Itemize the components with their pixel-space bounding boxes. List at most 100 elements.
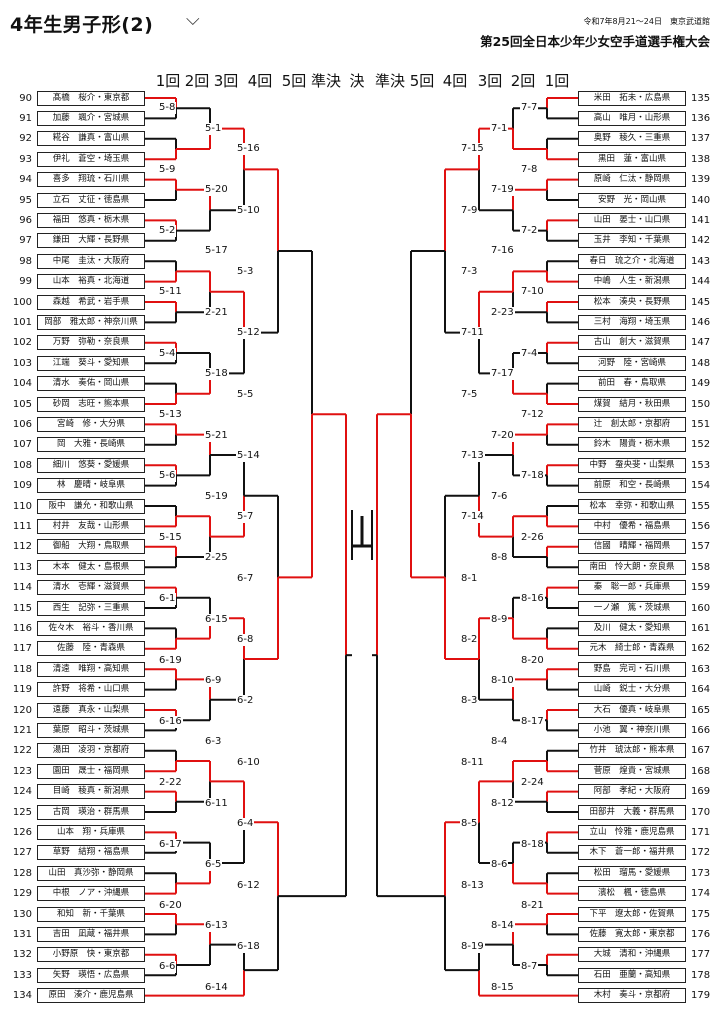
- player-entry[interactable]: 細川 悠葵・愛媛県: [37, 457, 145, 473]
- player-entry[interactable]: 目崎 稜真・新潟県: [37, 784, 145, 800]
- player-entry[interactable]: 下平 遼太郎・佐賀県: [578, 906, 686, 922]
- player-entry[interactable]: 濱松 楓・徳島県: [578, 886, 686, 902]
- player-entry[interactable]: 許野 将希・山口県: [37, 682, 145, 698]
- player-entry[interactable]: 元木 綺士郎・青森県: [578, 641, 686, 657]
- match-number: 8-14: [490, 920, 515, 933]
- player-entry[interactable]: 木下 蒼一郎・福井県: [578, 845, 686, 861]
- player-entry[interactable]: 砂岡 志旺・熊本県: [37, 396, 145, 412]
- player-entry[interactable]: 春日 琉之介・北海道: [578, 253, 686, 269]
- player-entry[interactable]: 福田 悠真・栃木県: [37, 212, 145, 228]
- player-entry[interactable]: 岡部 雅太郎・神奈川県: [37, 314, 145, 330]
- player-entry[interactable]: 野島 完司・石川県: [578, 661, 686, 677]
- player-entry[interactable]: 糀谷 謙真・富山県: [37, 131, 145, 147]
- player-entry[interactable]: 河野 陸・宮崎県: [578, 355, 686, 371]
- player-entry[interactable]: 奥野 稜久・三重県: [578, 131, 686, 147]
- player-entry[interactable]: 前田 春・鳥取県: [578, 376, 686, 392]
- player-entry[interactable]: 竹井 琥汰郎・熊本県: [578, 743, 686, 759]
- player-entry[interactable]: 大城 清和・沖縄県: [578, 947, 686, 963]
- player-entry[interactable]: 古山 創大・滋賀県: [578, 335, 686, 351]
- player-entry[interactable]: 菅原 煌貴・宮城県: [578, 763, 686, 779]
- player-entry[interactable]: 山田 真沙弥・静岡県: [37, 865, 145, 881]
- player-entry[interactable]: 髙橋 桜介・東京都: [37, 90, 145, 106]
- player-entry[interactable]: 三村 海翔・埼玉県: [578, 314, 686, 330]
- player-entry[interactable]: 矢野 瑛悟・広島県: [37, 967, 145, 983]
- player-entry[interactable]: 前原 和空・長崎県: [578, 478, 686, 494]
- player-entry[interactable]: 大石 優真・岐阜県: [578, 702, 686, 718]
- player-entry[interactable]: 佐々木 裕斗・香川県: [37, 620, 145, 636]
- player-entry[interactable]: 清水 奏佑・岡山県: [37, 376, 145, 392]
- player-entry[interactable]: 秦 聡一郎・兵庫県: [578, 580, 686, 596]
- player-entry[interactable]: 小野原 快・東京都: [37, 947, 145, 963]
- player-entry[interactable]: 山崎 鋭士・大分県: [578, 682, 686, 698]
- player-entry[interactable]: 安野 光・岡山県: [578, 192, 686, 208]
- match-number: 5-16: [236, 143, 261, 156]
- player-entry[interactable]: 清遠 唯翔・高知県: [37, 661, 145, 677]
- player-entry[interactable]: 草野 結翔・福島県: [37, 845, 145, 861]
- player-entry[interactable]: 山本 裕真・北海道: [37, 274, 145, 290]
- player-entry[interactable]: 木村 奏斗・京都府: [578, 988, 686, 1004]
- player-entry[interactable]: 信國 晴輝・福岡県: [578, 539, 686, 555]
- player-entry[interactable]: 林 慶晴・岐阜県: [37, 478, 145, 494]
- player-entry[interactable]: 高山 唯月・山形県: [578, 110, 686, 126]
- player-entry[interactable]: 湯田 凌羽・京都府: [37, 743, 145, 759]
- player-entry[interactable]: 加藤 颯介・宮城県: [37, 110, 145, 126]
- player-entry[interactable]: 山本 翔・兵庫県: [37, 824, 145, 840]
- player-entry[interactable]: 玉井 李知・千葉県: [578, 233, 686, 249]
- player-entry[interactable]: 御船 大翔・鳥取県: [37, 539, 145, 555]
- player-entry[interactable]: 木本 健太・島根県: [37, 559, 145, 575]
- chevron-down-icon[interactable]: ⌵: [186, 9, 200, 30]
- player-entry[interactable]: 遠藤 真永・山梨県: [37, 702, 145, 718]
- player-entry[interactable]: 煤賀 結月・秋田県: [578, 396, 686, 412]
- player-entry[interactable]: 宮崎 修・大分県: [37, 416, 145, 432]
- match-number: 6-3: [204, 736, 223, 749]
- player-entry[interactable]: 原崎 仁汰・静岡県: [578, 172, 686, 188]
- player-entry[interactable]: 森越 希武・岩手県: [37, 294, 145, 310]
- player-entry[interactable]: 鈴木 陽貴・栃木県: [578, 437, 686, 453]
- player-entry[interactable]: 中嶋 人生・新潟県: [578, 274, 686, 290]
- player-entry[interactable]: 石田 亜蘭・高知県: [578, 967, 686, 983]
- player-entry[interactable]: 一ノ瀬 篤・茨城県: [578, 600, 686, 616]
- player-entry[interactable]: 和知 新・千葉県: [37, 906, 145, 922]
- player-entry[interactable]: 中根 ノア・沖縄県: [37, 886, 145, 902]
- player-entry[interactable]: 吉田 凪蔵・福井県: [37, 926, 145, 942]
- player-entry[interactable]: 田部井 大義・群馬県: [578, 804, 686, 820]
- player-entry[interactable]: 葉原 昭斗・茨城県: [37, 722, 145, 738]
- player-entry[interactable]: 中尾 圭汰・大阪府: [37, 253, 145, 269]
- player-entry[interactable]: 阪中 謙允・和歌山県: [37, 498, 145, 514]
- player-entry[interactable]: 西生 記弥・三重県: [37, 600, 145, 616]
- match-number: 7-3: [460, 265, 479, 278]
- player-entry[interactable]: 中村 優希・福島県: [578, 518, 686, 534]
- player-entry[interactable]: 原田 湊介・鹿児島県: [37, 988, 145, 1004]
- player-entry[interactable]: 中野 蚕央斐・山梨県: [578, 457, 686, 473]
- player-entry[interactable]: 阿部 孝紀・大阪府: [578, 784, 686, 800]
- player-entry[interactable]: 立石 丈征・徳島県: [37, 192, 145, 208]
- player-entry[interactable]: 万野 弥勒・奈良県: [37, 335, 145, 351]
- player-entry[interactable]: 松本 幸弥・和歌山県: [578, 498, 686, 514]
- player-entry[interactable]: 伊礼 蒼空・埼玉県: [37, 151, 145, 167]
- match-number: 6-6: [158, 961, 177, 974]
- player-entry[interactable]: 清水 壱輝・滋賀県: [37, 580, 145, 596]
- player-entry[interactable]: 村井 友哉・山形県: [37, 518, 145, 534]
- player-entry[interactable]: 佐藤 寛太郎・東京都: [578, 926, 686, 942]
- player-entry[interactable]: 黒田 蓮・富山県: [578, 151, 686, 167]
- player-entry[interactable]: 佐藤 陸・青森県: [37, 641, 145, 657]
- player-entry[interactable]: 江端 葵斗・愛知県: [37, 355, 145, 371]
- player-entry[interactable]: 喜多 翔琉・石川県: [37, 172, 145, 188]
- match-number: 5-1: [204, 122, 223, 135]
- player-entry[interactable]: 小池 翼・神奈川県: [578, 722, 686, 738]
- player-entry[interactable]: 山田 晏士・山口県: [578, 212, 686, 228]
- player-entry[interactable]: 立山 怜雅・鹿児島県: [578, 824, 686, 840]
- player-entry[interactable]: 岡 大雅・長崎県: [37, 437, 145, 453]
- event-name: 第25回全日本少年少女空手道選手権大会: [480, 34, 710, 49]
- player-entry[interactable]: 古岡 瑛治・群馬県: [37, 804, 145, 820]
- player-entry[interactable]: 松本 湊央・長野県: [578, 294, 686, 310]
- player-entry[interactable]: 松田 瑠馬・愛媛県: [578, 865, 686, 881]
- player-entry[interactable]: 南田 怜大朗・奈良県: [578, 559, 686, 575]
- player-entry[interactable]: 米田 拓未・広島県: [578, 90, 686, 106]
- player-entry[interactable]: 鎌田 大輝・長野県: [37, 233, 145, 249]
- match-number: 7-14: [460, 511, 485, 524]
- player-entry[interactable]: 及川 健太・愛知県: [578, 620, 686, 636]
- player-entry[interactable]: 辻 創太郎・京都府: [578, 416, 686, 432]
- player-entry[interactable]: 園田 晟士・福岡県: [37, 763, 145, 779]
